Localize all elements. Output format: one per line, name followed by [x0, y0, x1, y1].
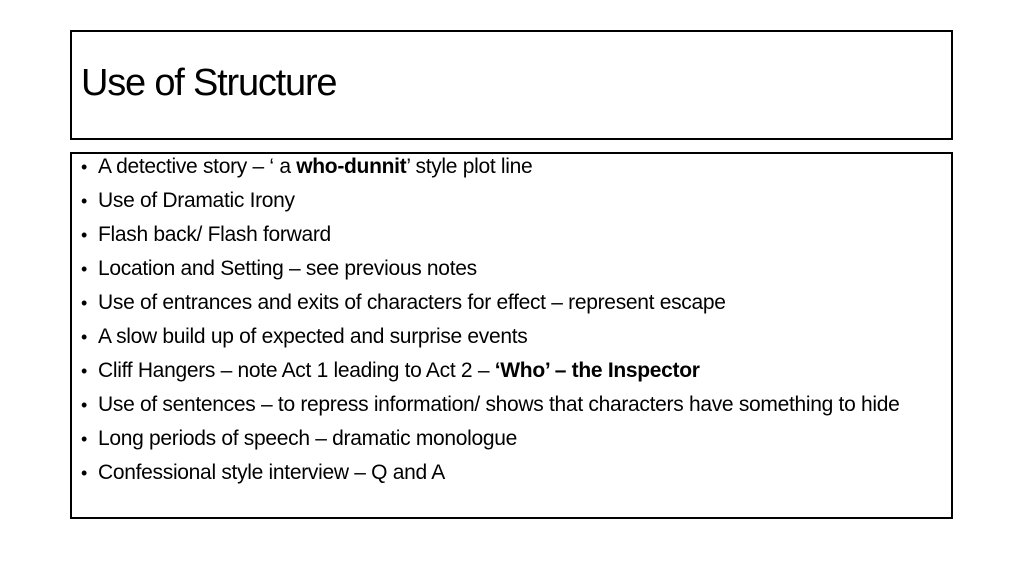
bullet-icon: • — [81, 463, 88, 483]
bullet-icon: • — [81, 293, 88, 313]
bullet-item: •Use of entrances and exits of character… — [81, 291, 726, 314]
slide-title: Use of Structure — [81, 62, 338, 104]
bullet-icon: • — [81, 225, 88, 245]
bullet-icon: • — [81, 327, 88, 347]
bullet-item: •Confessional style interview – Q and A — [81, 461, 445, 484]
bullet-item: •Location and Setting – see previous not… — [81, 257, 477, 280]
title-box: Use of Structure — [70, 30, 953, 140]
bullet-icon: • — [81, 157, 88, 177]
bullet-item: •A detective story – ‘ a who-dunnit’ sty… — [81, 155, 533, 178]
bullet-list: •A detective story – ‘ a who-dunnit’ sty… — [78, 155, 943, 495]
bullet-item: •Long periods of speech – dramatic monol… — [81, 427, 518, 450]
bullet-icon: • — [81, 429, 88, 449]
bullet-icon: • — [81, 259, 88, 279]
bullet-item: •A slow build up of expected and surpris… — [81, 325, 528, 348]
bullet-item: •Use of sentences – to repress informati… — [81, 393, 900, 416]
content-box: •A detective story – ‘ a who-dunnit’ sty… — [70, 152, 953, 519]
bullet-icon: • — [81, 191, 88, 211]
bullet-item: •Use of Dramatic Irony — [81, 189, 295, 212]
bullet-icon: • — [81, 361, 88, 381]
bullet-icon: • — [81, 395, 88, 415]
bullet-item: •Cliff Hangers – note Act 1 leading to A… — [81, 359, 700, 382]
bullet-item: •Flash back/ Flash forward — [81, 223, 331, 246]
